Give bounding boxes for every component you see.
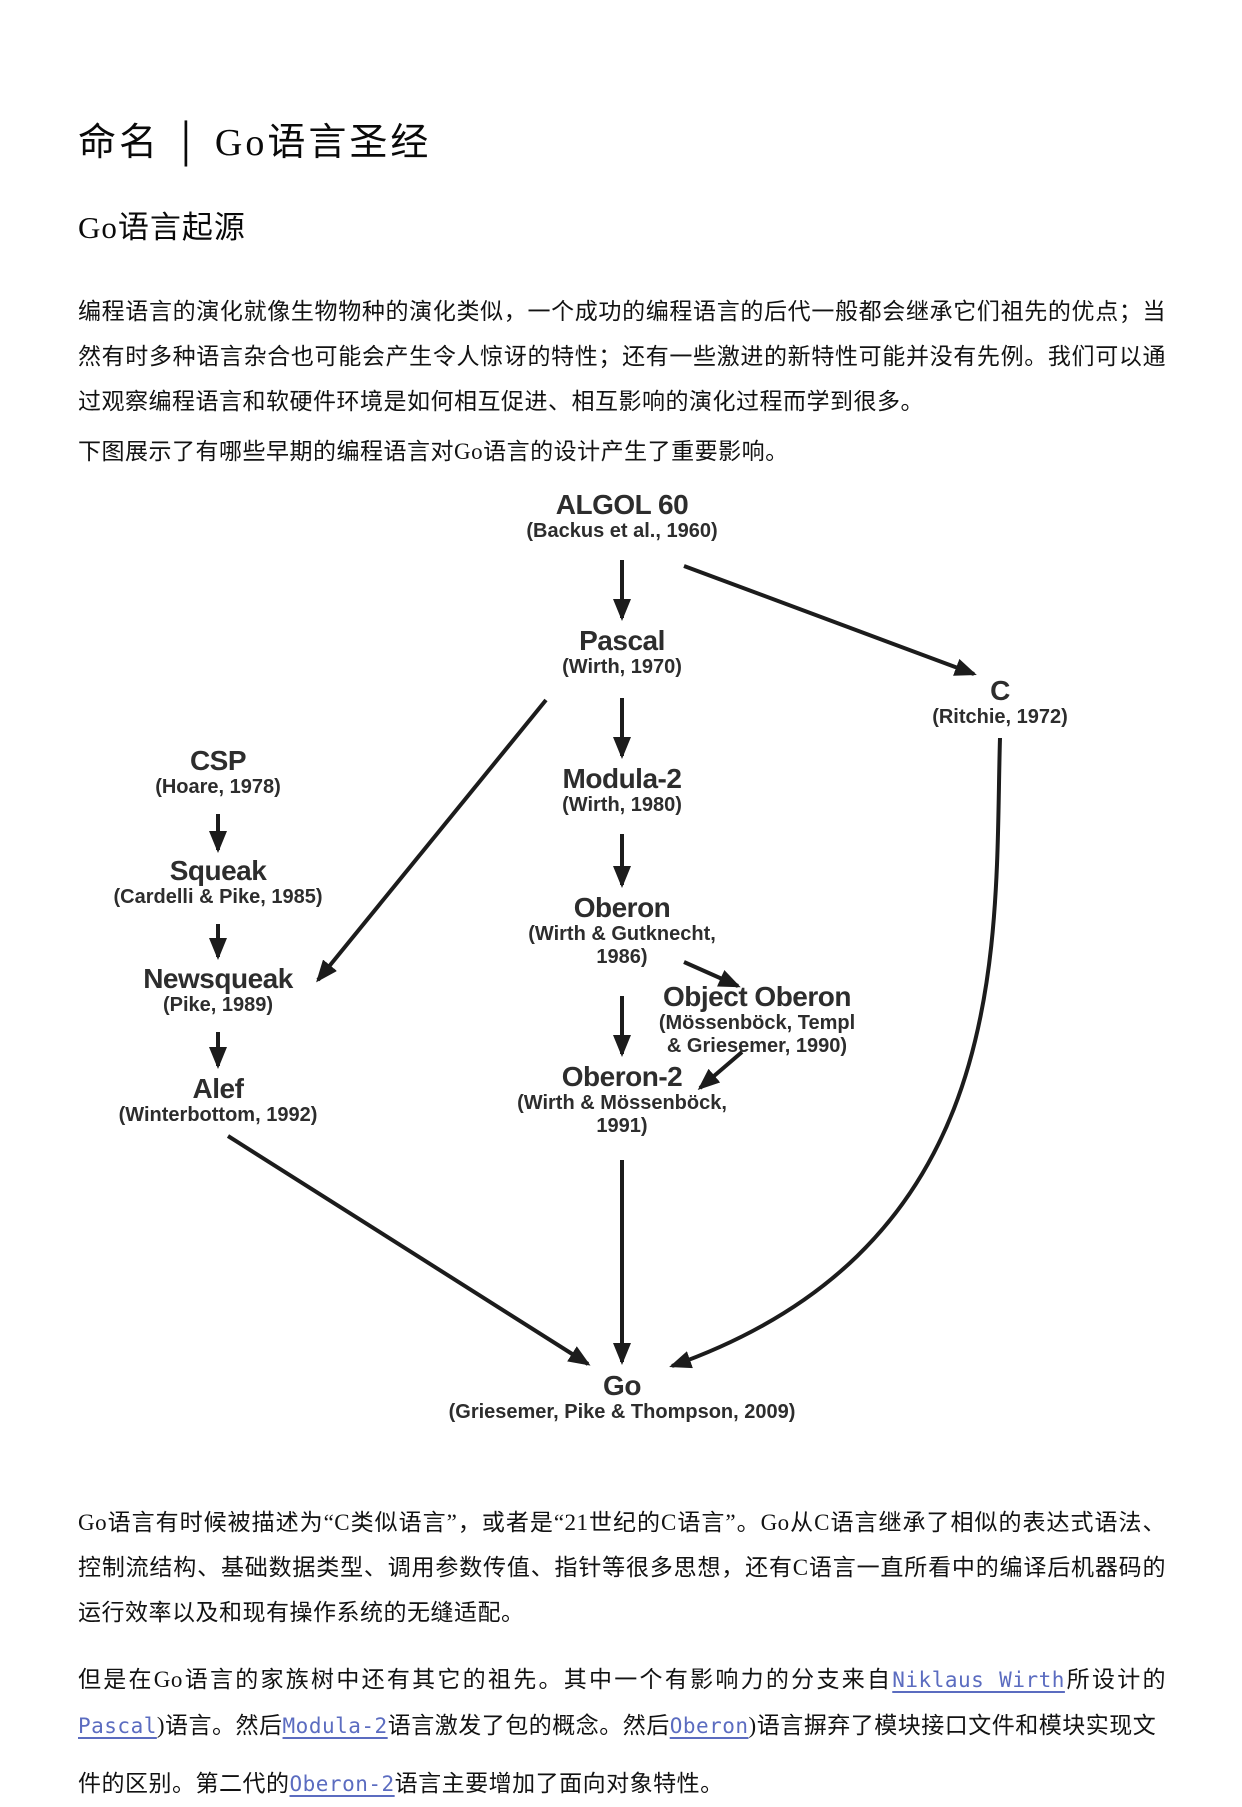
node-algol60-label: ALGOL 60 (555, 489, 689, 520)
edge-oberon-objectoberon (683, 960, 741, 988)
node-alef: Alef (Winterbottom, 1992) (119, 1074, 318, 1127)
node-modula2-credit: (Wirth, 1980) (562, 794, 682, 816)
paragraph-c-heritage: Go语言有时候被描述为“C类似语言”，或者是“21世纪的C语言”。Go从C语言继… (78, 1510, 1166, 1625)
node-c-credit: (Ritchie, 1972) (932, 706, 1068, 728)
node-oberon-label: Oberon (573, 892, 671, 923)
node-squeak: Squeak (Cardelli & Pike, 1985) (114, 856, 323, 909)
node-oberon2: Oberon-2 (Wirth & Mössenböck, 1991) (517, 1062, 727, 1138)
node-modula2: Modula-2 (Wirth, 1980) (562, 764, 682, 817)
node-object-oberon: Object Oberon (Mössenböck, Templ & Gries… (659, 982, 855, 1058)
node-c-label: C (990, 675, 1010, 706)
node-go-credit: (Griesemer, Pike & Thompson, 2009) (448, 1401, 796, 1423)
node-pascal: Pascal (Wirth, 1970) (562, 626, 682, 679)
paragraph-continuation-clipped: 件的区别。第二代的Oberon-2语言主要增加了面向对象特性。 (78, 1771, 724, 1796)
node-c: C (Ritchie, 1972) (932, 676, 1068, 729)
section-heading: Go语言起源 (78, 209, 246, 245)
node-object-oberon-label: Object Oberon (663, 981, 851, 1012)
node-csp-credit: (Hoare, 1978) (155, 776, 281, 798)
link-modula-2[interactable]: Modula-2 (282, 1714, 388, 1738)
node-newsqueak-credit: (Pike, 1989) (162, 994, 274, 1016)
node-pascal-credit: (Wirth, 1970) (562, 656, 682, 678)
link-pascal[interactable]: Pascal (78, 1714, 157, 1738)
node-csp: CSP (Hoare, 1978) (155, 746, 281, 799)
edge-pascal-newsqueak (316, 698, 548, 983)
paragraph-figure-intro: 下图展示了有哪些早期的编程语言对Go语言的设计产生了重要影响。 (78, 439, 789, 464)
diagram-arrows (209, 560, 1002, 1369)
paragraph-family-tree-text: 但是在Go语言的家族树中还有其它的祖先。其中一个有影响力的分支来自 (78, 1667, 893, 1692)
edge-c-go (669, 737, 1002, 1369)
node-squeak-label: Squeak (169, 855, 267, 886)
node-oberon2-credit: (Wirth & Mössenböck, 1991) (517, 1092, 727, 1137)
node-newsqueak: Newsqueak (Pike, 1989) (143, 964, 293, 1017)
paragraph-family-tree: 但是在Go语言的家族树中还有其它的祖先。其中一个有影响力的分支来自Niklaus… (78, 1667, 1166, 1738)
edge-objectoberon-oberon2 (697, 1050, 744, 1090)
node-newsqueak-label: Newsqueak (143, 963, 293, 994)
node-pascal-label: Pascal (579, 625, 665, 656)
node-algol60-credit: (Backus et al., 1960) (526, 520, 718, 542)
node-csp-label: CSP (189, 745, 247, 776)
node-go-label: Go (603, 1370, 641, 1401)
node-oberon2-label: Oberon-2 (561, 1061, 683, 1092)
node-object-oberon-credit: (Mössenböck, Templ & Griesemer, 1990) (658, 1012, 856, 1057)
link-niklaus-wirth[interactable]: Niklaus Wirth (892, 1668, 1065, 1692)
edge-algol60-c (683, 564, 977, 676)
node-modula2-label: Modula-2 (562, 763, 682, 794)
edge-alef-go (226, 1134, 591, 1366)
node-alef-label: Alef (192, 1073, 244, 1104)
node-algol60: ALGOL 60 (Backus et al., 1960) (526, 490, 717, 543)
node-squeak-credit: (Cardelli & Pike, 1985) (113, 886, 323, 908)
node-go: Go (Griesemer, Pike & Thompson, 2009) (449, 1371, 796, 1424)
page-title: 命名 │ Go语言圣经 (78, 122, 432, 165)
link-oberon[interactable]: Oberon (669, 1714, 749, 1738)
paragraph-evolution: 编程语言的演化就像生物物种的演化类似，一个成功的编程语言的后代一般都会继承它们祖… (78, 299, 1166, 414)
language-family-tree-diagram: ALGOL 60 (Backus et al., 1960) Pascal (W… (78, 480, 1164, 1445)
node-oberon-credit: (Wirth & Gutknecht, 1986) (528, 923, 716, 968)
node-oberon: Oberon (Wirth & Gutknecht, 1986) (528, 893, 716, 969)
node-alef-credit: (Winterbottom, 1992) (118, 1104, 318, 1126)
link-oberon-2[interactable]: Oberon-2 (289, 1772, 395, 1796)
